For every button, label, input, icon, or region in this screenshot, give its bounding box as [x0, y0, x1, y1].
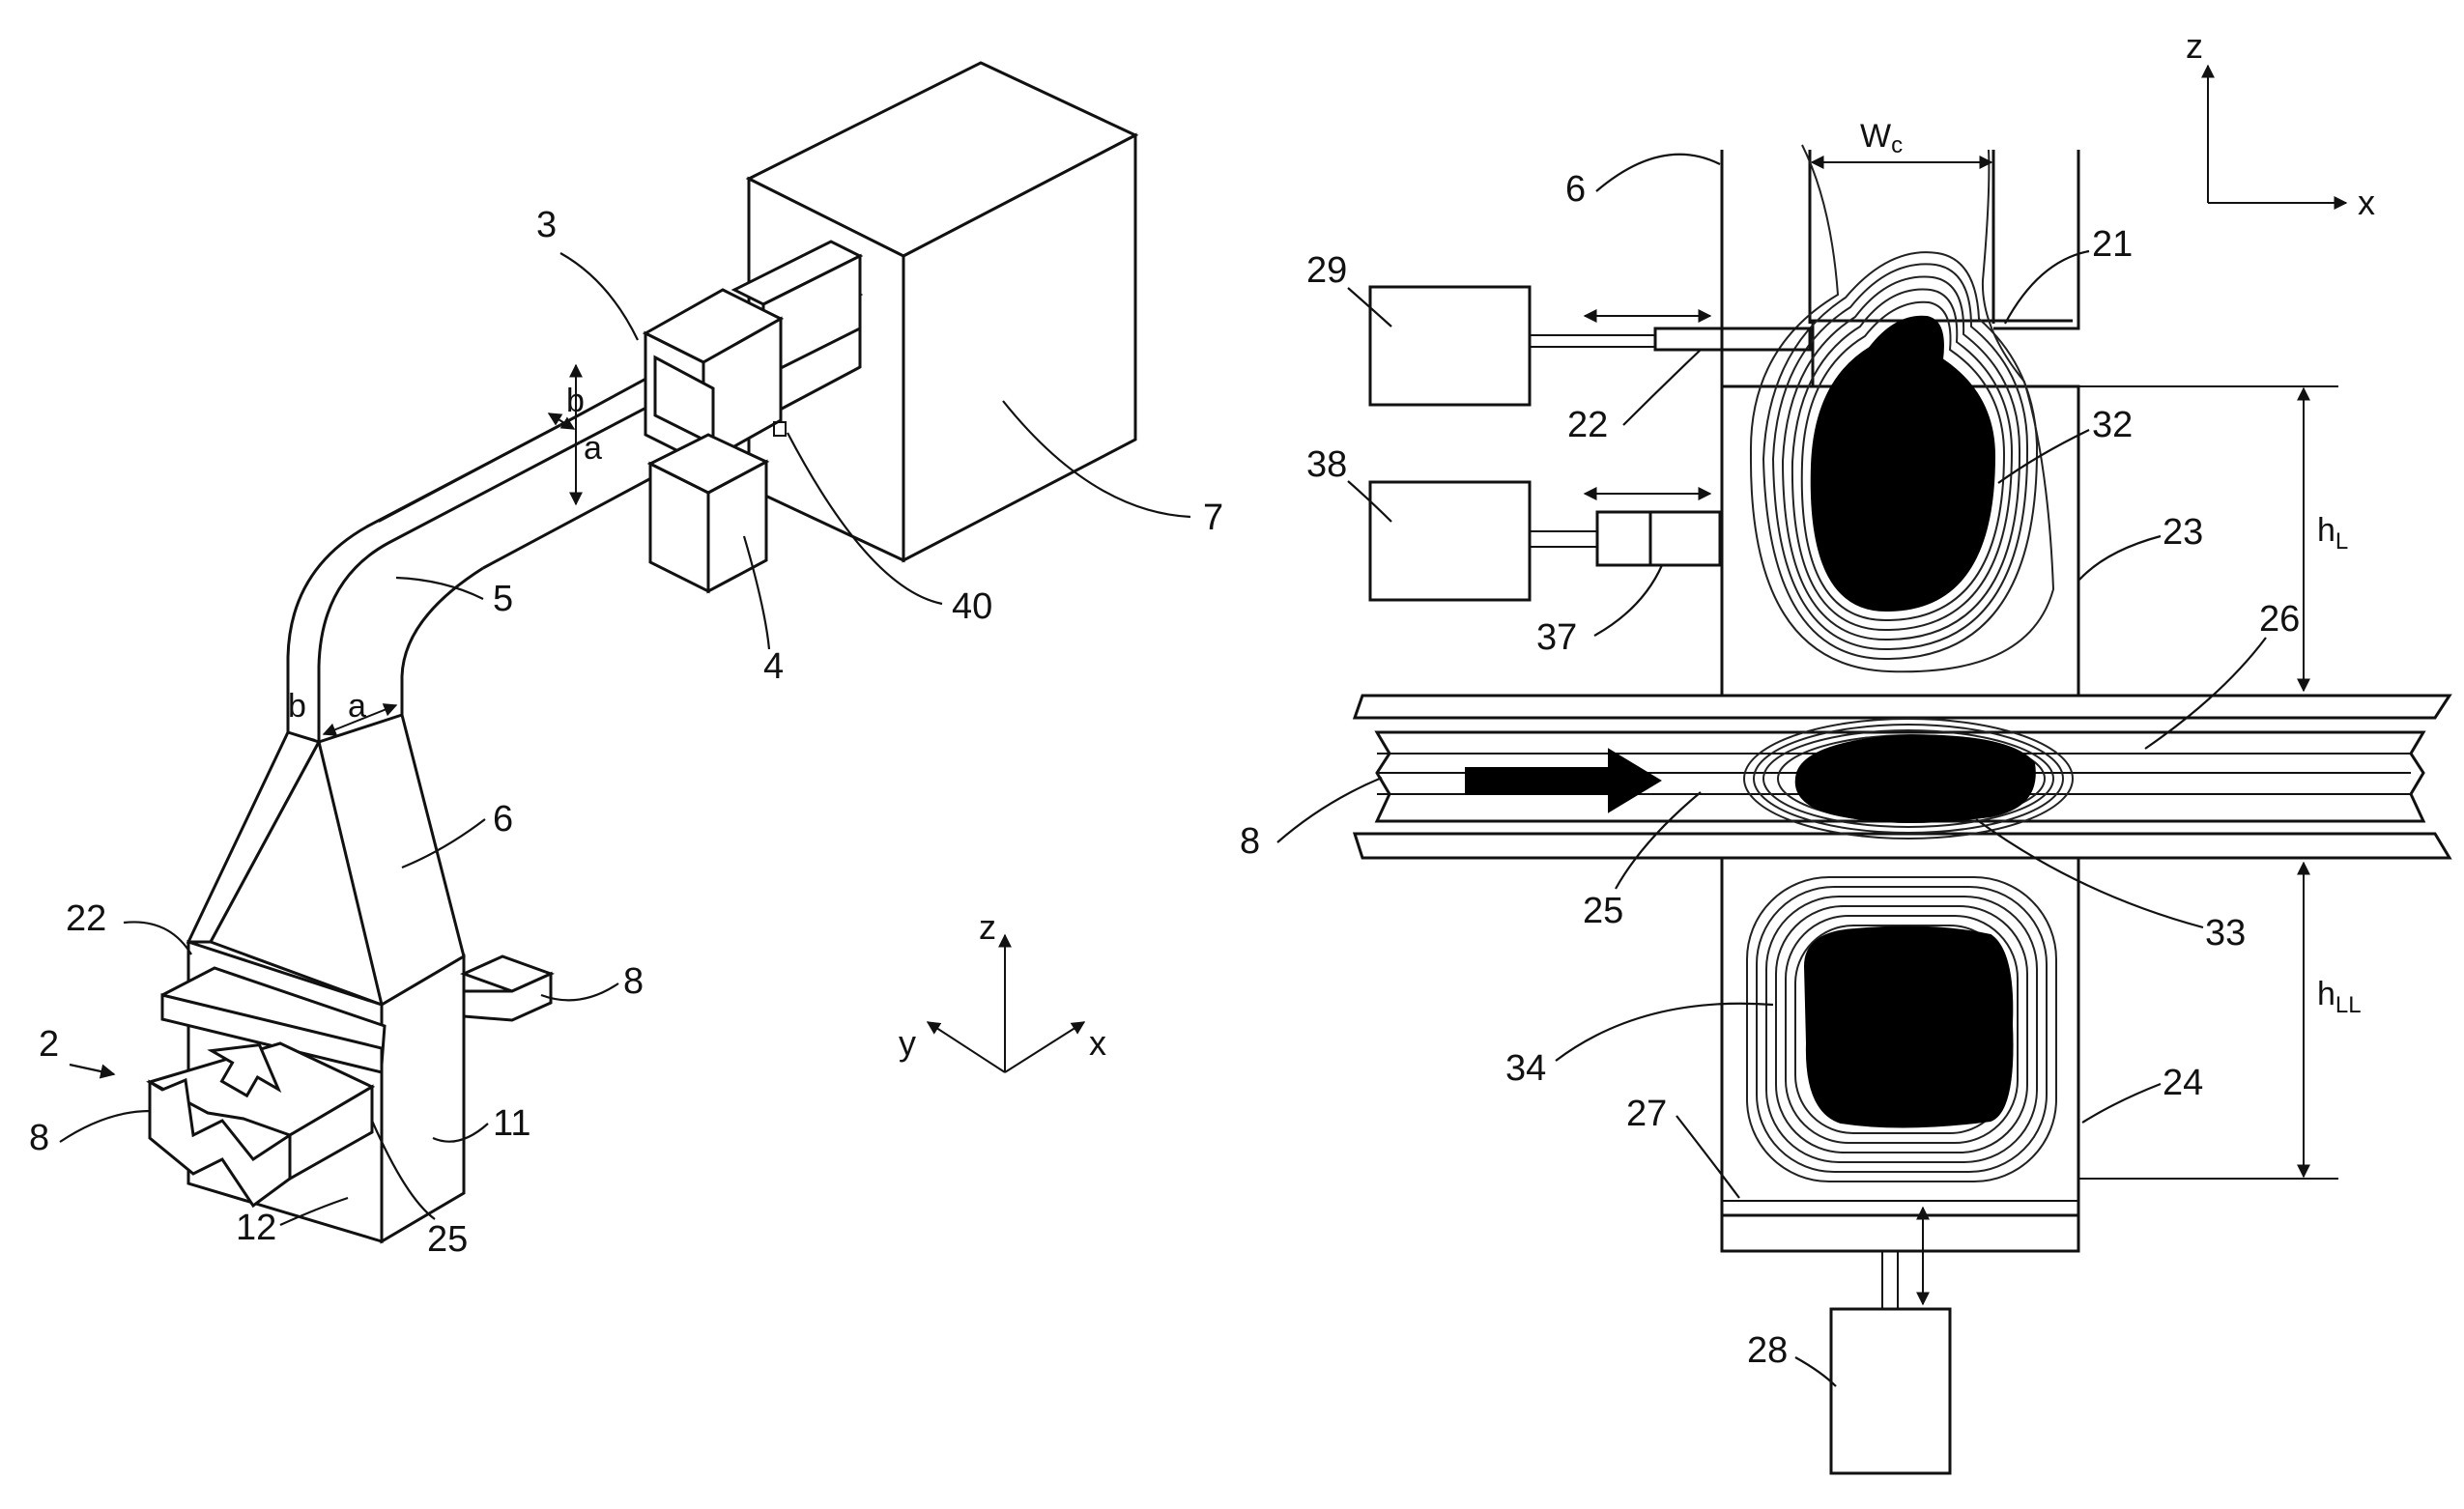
leader-3 — [560, 253, 638, 340]
heat-pattern-32 — [1751, 145, 2053, 671]
leader-34 — [1556, 1004, 1773, 1061]
axis-triad-right: z x — [2186, 26, 2375, 222]
leader-22-right — [1623, 350, 1701, 425]
label-8-rightview: 8 — [1240, 821, 1260, 862]
leader-25-right — [1616, 792, 1701, 889]
label-4: 4 — [763, 646, 784, 687]
label-a-horn: a — [348, 688, 366, 725]
axis-label-x-right: x — [2358, 183, 2375, 222]
actuator-28 — [1831, 1208, 1950, 1473]
label-5: 5 — [493, 579, 513, 619]
label-25-right: 25 — [1583, 891, 1623, 931]
heat-pattern-34 — [1747, 877, 2056, 1182]
label-11: 11 — [493, 1103, 530, 1144]
label-22-right: 22 — [1567, 405, 1608, 445]
label-24: 24 — [2163, 1063, 2203, 1103]
leader-27 — [1676, 1116, 1739, 1198]
label-2: 2 — [39, 1024, 59, 1065]
band-8-right — [464, 956, 551, 1020]
label-12: 12 — [236, 1208, 276, 1248]
actuator-38 — [1370, 482, 1720, 600]
label-23: 23 — [2163, 512, 2203, 553]
label-37: 37 — [1536, 617, 1577, 658]
block-4 — [650, 435, 766, 591]
leader-24 — [2082, 1084, 2161, 1123]
label-hl: hL — [2317, 512, 2348, 555]
leader-33 — [1976, 819, 2203, 927]
leader-8-right — [541, 983, 618, 1000]
label-8-left: 8 — [29, 1118, 49, 1158]
label-26: 26 — [2259, 599, 2300, 640]
label-25-left: 25 — [427, 1219, 468, 1260]
label-32: 32 — [2092, 405, 2133, 445]
axis-label-z-right: z — [2186, 26, 2203, 66]
label-33: 33 — [2205, 913, 2246, 954]
label-21: 21 — [2092, 224, 2133, 265]
label-29: 29 — [1306, 250, 1347, 291]
axis-triad-left: z y x — [899, 907, 1106, 1072]
label-b-top: b — [566, 383, 585, 419]
left-isometric-view: a b a b 3 7 40 4 5 6 22 8 2 8 11 12 25 z… — [29, 63, 1223, 1260]
leader-5 — [396, 578, 483, 599]
label-40: 40 — [952, 586, 992, 627]
label-a-top: a — [584, 430, 602, 467]
axis-label-z-left: z — [979, 907, 996, 947]
label-6: 6 — [493, 799, 513, 840]
leader-8-left — [60, 1111, 150, 1142]
band-direction-arrow — [1466, 750, 1660, 811]
axis-label-y-left: y — [899, 1023, 916, 1063]
label-b-horn: b — [288, 688, 306, 725]
label-28: 28 — [1747, 1330, 1788, 1371]
right-section-view: Wc hL hLL z x 6 29 22 21 38 32 37 23 26 … — [1240, 26, 2450, 1473]
leader-21 — [2005, 251, 2089, 324]
label-38: 38 — [1306, 444, 1347, 485]
label-8-right: 8 — [623, 961, 644, 1002]
leader-37 — [1594, 565, 1662, 636]
leader-23 — [2079, 536, 2161, 580]
label-27: 27 — [1626, 1094, 1667, 1134]
label-hll: hLL — [2317, 976, 2362, 1018]
leader-2 — [70, 1065, 114, 1074]
label-6-right: 6 — [1565, 169, 1586, 210]
label-22: 22 — [66, 898, 106, 939]
upper-waveguide-right-wall — [1993, 150, 2078, 328]
leader-22 — [124, 922, 191, 954]
label-34: 34 — [1505, 1048, 1546, 1089]
leader-6-right — [1596, 155, 1720, 191]
label-wc: Wc — [1860, 118, 1903, 158]
label-3: 3 — [536, 205, 557, 245]
probe-37 — [1650, 512, 1720, 565]
heat-pattern-33 — [1744, 719, 2073, 839]
label-7: 7 — [1203, 498, 1223, 538]
axis-label-x-left: x — [1089, 1023, 1106, 1063]
